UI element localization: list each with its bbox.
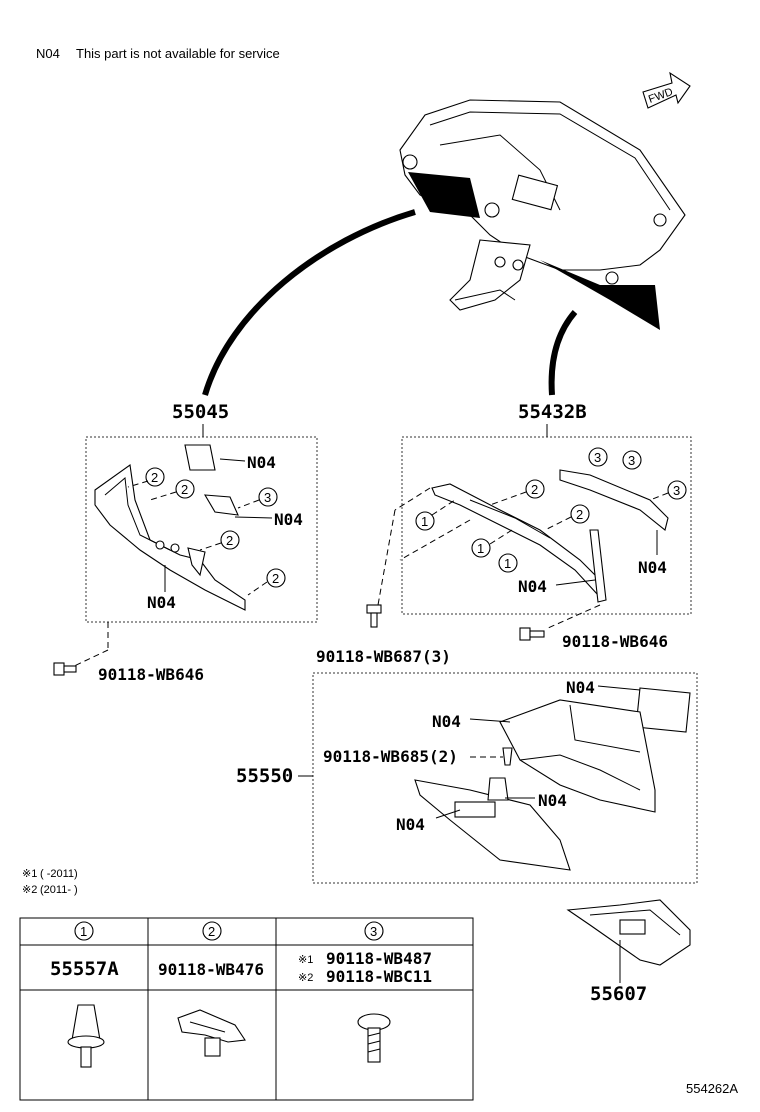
- circle-3-b: 3: [588, 447, 608, 467]
- legend-part-3b: 90118-WBC11: [326, 967, 432, 986]
- circle-1-a: 1: [415, 511, 435, 531]
- box-55550: [312, 672, 698, 884]
- bolt-mid-icon: [366, 604, 382, 628]
- circle-3-d: 3: [667, 480, 687, 500]
- svg-text:2: 2: [181, 482, 188, 497]
- svg-text:2: 2: [576, 507, 583, 522]
- legend-num-2: 2: [208, 924, 215, 939]
- circle-1-c: 1: [498, 553, 518, 573]
- circle-3-c: 3: [622, 450, 642, 470]
- circle-1-b: 1: [471, 538, 491, 558]
- svg-text:1: 1: [421, 514, 428, 529]
- label-bolt-glove: 90118-WB685(2): [323, 747, 458, 766]
- svg-text:2: 2: [226, 533, 233, 548]
- screw-icon: [357, 1013, 391, 1063]
- label-bolt-mid: 90118-WB687(3): [316, 647, 451, 666]
- n04-left-mid: N04: [274, 510, 303, 529]
- clip-retainer-icon: [177, 1009, 246, 1057]
- part-55432b-frame: [431, 469, 669, 603]
- n04-glove-door: N04: [396, 815, 425, 834]
- circle-2-b: 2: [175, 479, 195, 499]
- circle-2-e: 2: [525, 479, 545, 499]
- label-bolt-left: 90118-WB646: [98, 665, 204, 684]
- svg-text:1: 1: [504, 556, 511, 571]
- dashboard-illustration: [399, 99, 686, 330]
- label-bolt-right: 90118-WB646: [562, 632, 668, 651]
- footnote-2-mark: ※2: [22, 884, 37, 896]
- circle-3-a: 3: [258, 487, 278, 507]
- legend-mark-3a: ※1: [298, 954, 313, 966]
- label-55607: 55607: [590, 983, 647, 1005]
- n04-left-bottom: N04: [147, 593, 176, 612]
- box-55432b: [401, 436, 692, 615]
- part-55045-panel: [94, 444, 246, 611]
- n04-glove-latch: N04: [538, 791, 567, 810]
- circle-2-d: 2: [266, 568, 286, 588]
- note-code: N04: [36, 46, 60, 61]
- n04-glove-bin: N04: [432, 712, 461, 731]
- bolt-right-icon: [519, 627, 545, 641]
- legend-table: 1 2 3 55557A 90118-WB476 ※1 90118-WB487 …: [19, 917, 474, 1101]
- part-55607-bracket: [566, 899, 691, 966]
- legend-num-1: 1: [80, 924, 87, 939]
- circle-2-f: 2: [570, 504, 590, 524]
- svg-text:2: 2: [531, 482, 538, 497]
- circle-2-a: 2: [145, 467, 165, 487]
- legend-part-2: 90118-WB476: [158, 960, 264, 979]
- part-55550-glovebox: [414, 687, 691, 871]
- svg-text:3: 3: [673, 483, 680, 498]
- n04-left-top: N04: [247, 453, 276, 472]
- legend-mark-3b: ※2: [298, 972, 313, 984]
- note-text: This part is not available for service: [76, 46, 280, 61]
- diagram-id: 554262A: [686, 1081, 738, 1096]
- svg-text:1: 1: [477, 541, 484, 556]
- leader-55045: [202, 209, 416, 396]
- n04-right-side: N04: [638, 558, 667, 577]
- svg-text:2: 2: [151, 470, 158, 485]
- circle-2-c: 2: [220, 530, 240, 550]
- n04-right-mid: N04: [518, 577, 547, 596]
- legend-part-1: 55557A: [50, 958, 119, 980]
- label-55045: 55045: [172, 401, 229, 423]
- label-55432b: 55432B: [518, 401, 587, 423]
- svg-text:3: 3: [594, 450, 601, 465]
- footnote-2-text: (2011- ): [40, 884, 78, 896]
- clip-grommet-icon: [67, 1004, 105, 1068]
- label-55550: 55550: [236, 765, 293, 787]
- leader-55432b: [548, 310, 578, 396]
- legend-part-3a: 90118-WB487: [326, 949, 432, 968]
- svg-text:3: 3: [264, 490, 271, 505]
- n04-glove-top: N04: [566, 678, 595, 697]
- fwd-arrow-icon: FWD: [642, 71, 691, 109]
- footnote-1-text: ( -2011): [40, 868, 78, 880]
- svg-text:2: 2: [272, 571, 279, 586]
- footnote-1-mark: ※1: [22, 868, 37, 880]
- legend-num-3: 3: [370, 924, 377, 939]
- bolt-left-icon: [53, 662, 77, 676]
- svg-text:3: 3: [628, 453, 635, 468]
